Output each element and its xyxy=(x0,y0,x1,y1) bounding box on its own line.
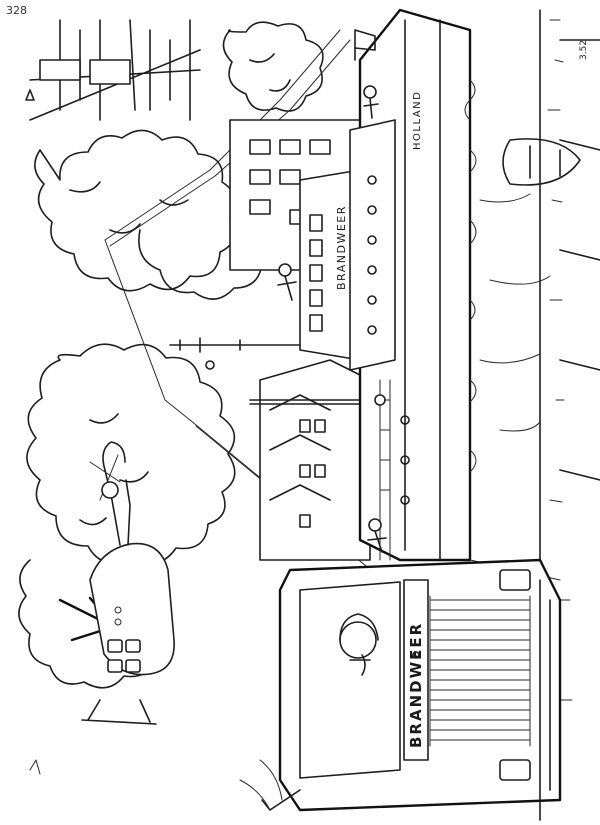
helicopter xyxy=(58,441,175,725)
ship-name-label: BRANDWEER xyxy=(335,205,348,290)
corner-mark: 3.52 xyxy=(579,40,589,60)
smoke-cloud-left xyxy=(18,343,236,689)
page-number: 328 xyxy=(6,4,27,17)
ship-mast-rigging xyxy=(25,19,201,121)
quay-ground xyxy=(539,9,600,821)
fire-truck: BRANDWEER xyxy=(261,558,562,812)
ship-country-label: HOLLAND xyxy=(412,91,423,150)
smoke-cloud-top-right xyxy=(222,21,324,112)
bottom-left-detail xyxy=(29,759,283,811)
fireboat: BRANDWEER HOLLAND xyxy=(169,8,472,562)
harbor-bollard xyxy=(502,138,581,186)
truck-name-label: BRANDWEER xyxy=(407,622,425,748)
